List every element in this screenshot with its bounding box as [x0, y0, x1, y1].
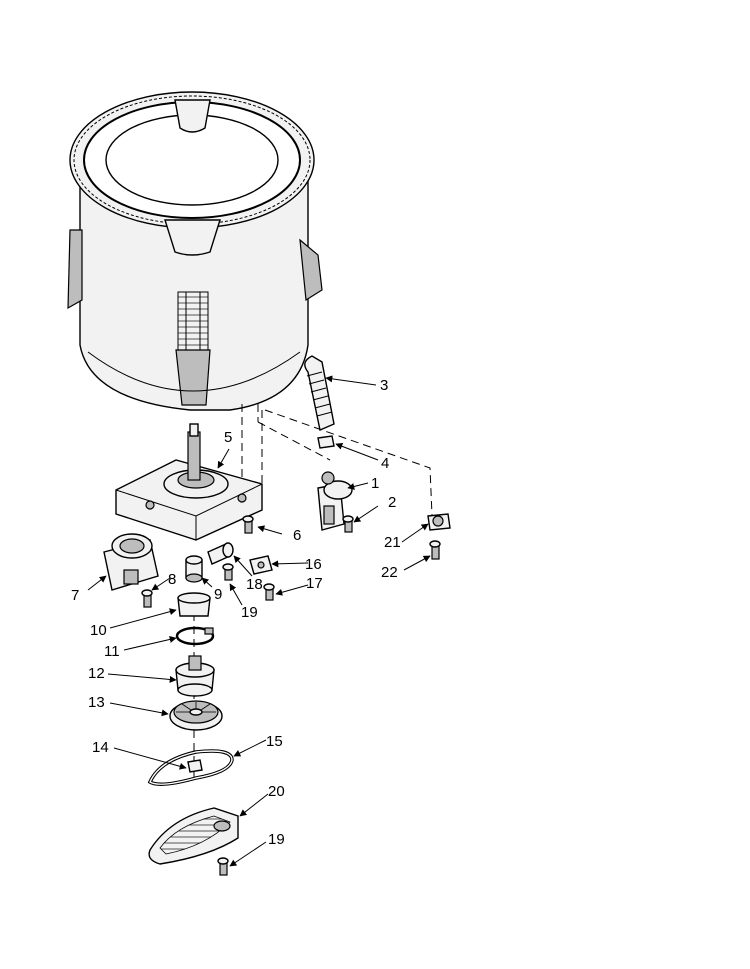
callout-9: 9: [214, 586, 222, 603]
callout-labels: 1 2 3 4 5 6 7 8 9 10 11 12 13 14 15 16 1…: [71, 377, 401, 848]
clutch: [175, 655, 215, 697]
lid-switch: [249, 555, 273, 575]
tub-ladder-ribs: [177, 291, 209, 353]
callout-17: 17: [306, 575, 323, 592]
drive-motor: [103, 533, 159, 591]
callout-16: 16: [305, 556, 322, 573]
callout-18: 18: [246, 576, 263, 593]
outer-tub: [67, 91, 323, 411]
mount-bracket: [427, 513, 451, 531]
callout-2: 2: [388, 494, 396, 511]
callout-4: 4: [381, 455, 389, 472]
callout-5: 5: [224, 429, 232, 446]
callout-21: 21: [384, 534, 401, 551]
callout-6: 6: [293, 527, 301, 544]
shield-screw: [217, 857, 229, 876]
callout-3: 3: [380, 377, 388, 394]
pump-screw: [342, 515, 354, 533]
pulley-nut: [187, 759, 203, 773]
shaft-coupler: [185, 555, 203, 583]
bracket-screw: [429, 540, 441, 560]
callout-10: 10: [90, 622, 107, 639]
spring-clamp: [175, 626, 215, 646]
drain-pump: [317, 471, 353, 531]
base-screw: [242, 515, 254, 534]
drive-belt: [147, 749, 234, 786]
callout-19-lower: 19: [268, 831, 285, 848]
drain-hose: [304, 355, 335, 431]
capacitor-screw: [222, 563, 234, 581]
callout-20: 20: [268, 783, 285, 800]
callout-1: 1: [371, 475, 379, 492]
drive-pulley: [169, 700, 223, 731]
callout-13: 13: [88, 694, 105, 711]
callout-7: 7: [71, 587, 79, 604]
callout-15: 15: [266, 733, 283, 750]
callout-22: 22: [381, 564, 398, 581]
leader-lines: [87, 375, 431, 867]
callout-11: 11: [104, 643, 120, 660]
hose-clamp: [317, 435, 335, 449]
callout-12: 12: [88, 665, 105, 682]
gearcase-base: [115, 423, 263, 541]
clutch-hub: [177, 592, 211, 617]
callout-14: 14: [92, 739, 109, 756]
assembly-lines: [193, 404, 433, 780]
switch-screw: [263, 583, 275, 601]
capacitor: [207, 542, 234, 565]
belt-shield: [148, 807, 239, 865]
callout-19-upper: 19: [241, 604, 258, 621]
motor-screw: [141, 589, 153, 608]
callout-8: 8: [168, 571, 176, 588]
